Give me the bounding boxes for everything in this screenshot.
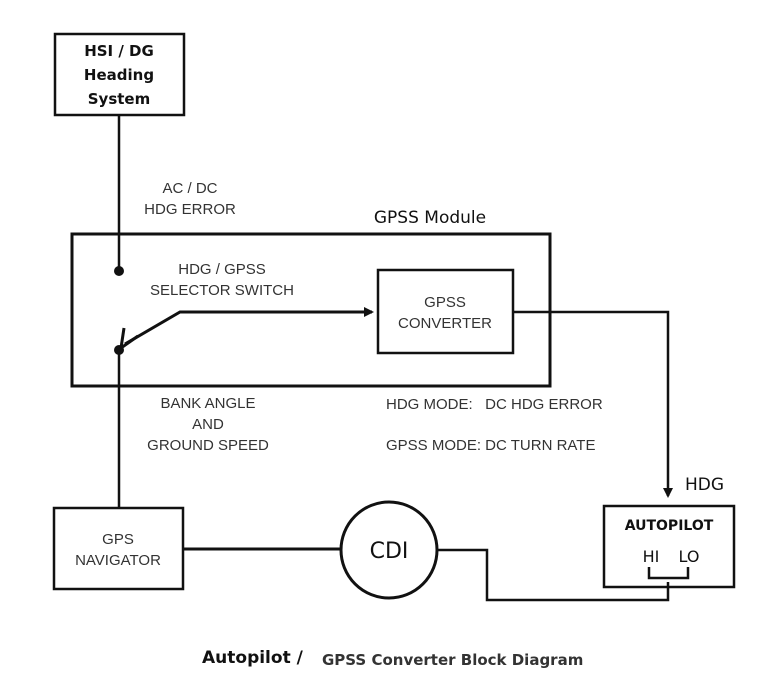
hdg-input-label: HDG (685, 475, 724, 495)
bank-angle-line2: AND (192, 416, 224, 433)
gps-navigator-line2: NAVIGATOR (75, 552, 161, 569)
autopilot-hi: HI (643, 547, 660, 566)
gpss-module-box (70, 232, 552, 388)
bank-angle-line3: GROUND SPEED (147, 437, 269, 454)
hsi-box-line2: Heading (84, 66, 154, 84)
hdg-mode-note: HDG MODE: DC HDG ERROR (386, 396, 603, 413)
switch-terminal-hdg (114, 266, 124, 276)
autopilot-title: AUTOPILOT (625, 518, 714, 534)
cdi-label: CDI (370, 539, 409, 564)
selector-switch-arm (124, 307, 374, 346)
caption-part2: GPSS Converter Block Diagram (322, 651, 583, 669)
autopilot-box (602, 504, 736, 589)
gps-navigator-box (52, 506, 185, 591)
hi-lo-bracket (647, 567, 690, 580)
cdi-to-autopilot-wire (437, 548, 670, 602)
gpss-mode-note: GPSS MODE: DC TURN RATE (386, 437, 595, 454)
hdg-error-line2: HDG ERROR (144, 201, 236, 218)
gps-navigator-line1: GPS (102, 531, 134, 548)
gpss-module-title: GPSS Module (374, 208, 486, 228)
caption-part1: Autopilot / (202, 648, 304, 668)
bank-angle-line1: BANK ANGLE (160, 395, 255, 412)
converter-to-autopilot-wire (513, 310, 673, 498)
autopilot-lo: LO (679, 547, 700, 566)
hsi-box-line1: HSI / DG (84, 42, 154, 60)
gpss-converter-box (376, 268, 515, 355)
selector-switch-line2: SELECTOR SWITCH (150, 282, 294, 299)
hsi-dg-box (53, 32, 186, 117)
hsi-box-line3: System (88, 90, 150, 108)
selector-switch-line1: HDG / GPSS (178, 261, 266, 278)
switch-arm-arrow-left (119, 327, 139, 350)
gpss-converter-line1: GPSS (424, 294, 466, 311)
hdg-error-line1: AC / DC (162, 180, 217, 197)
gpss-converter-line2: CONVERTER (398, 315, 492, 332)
